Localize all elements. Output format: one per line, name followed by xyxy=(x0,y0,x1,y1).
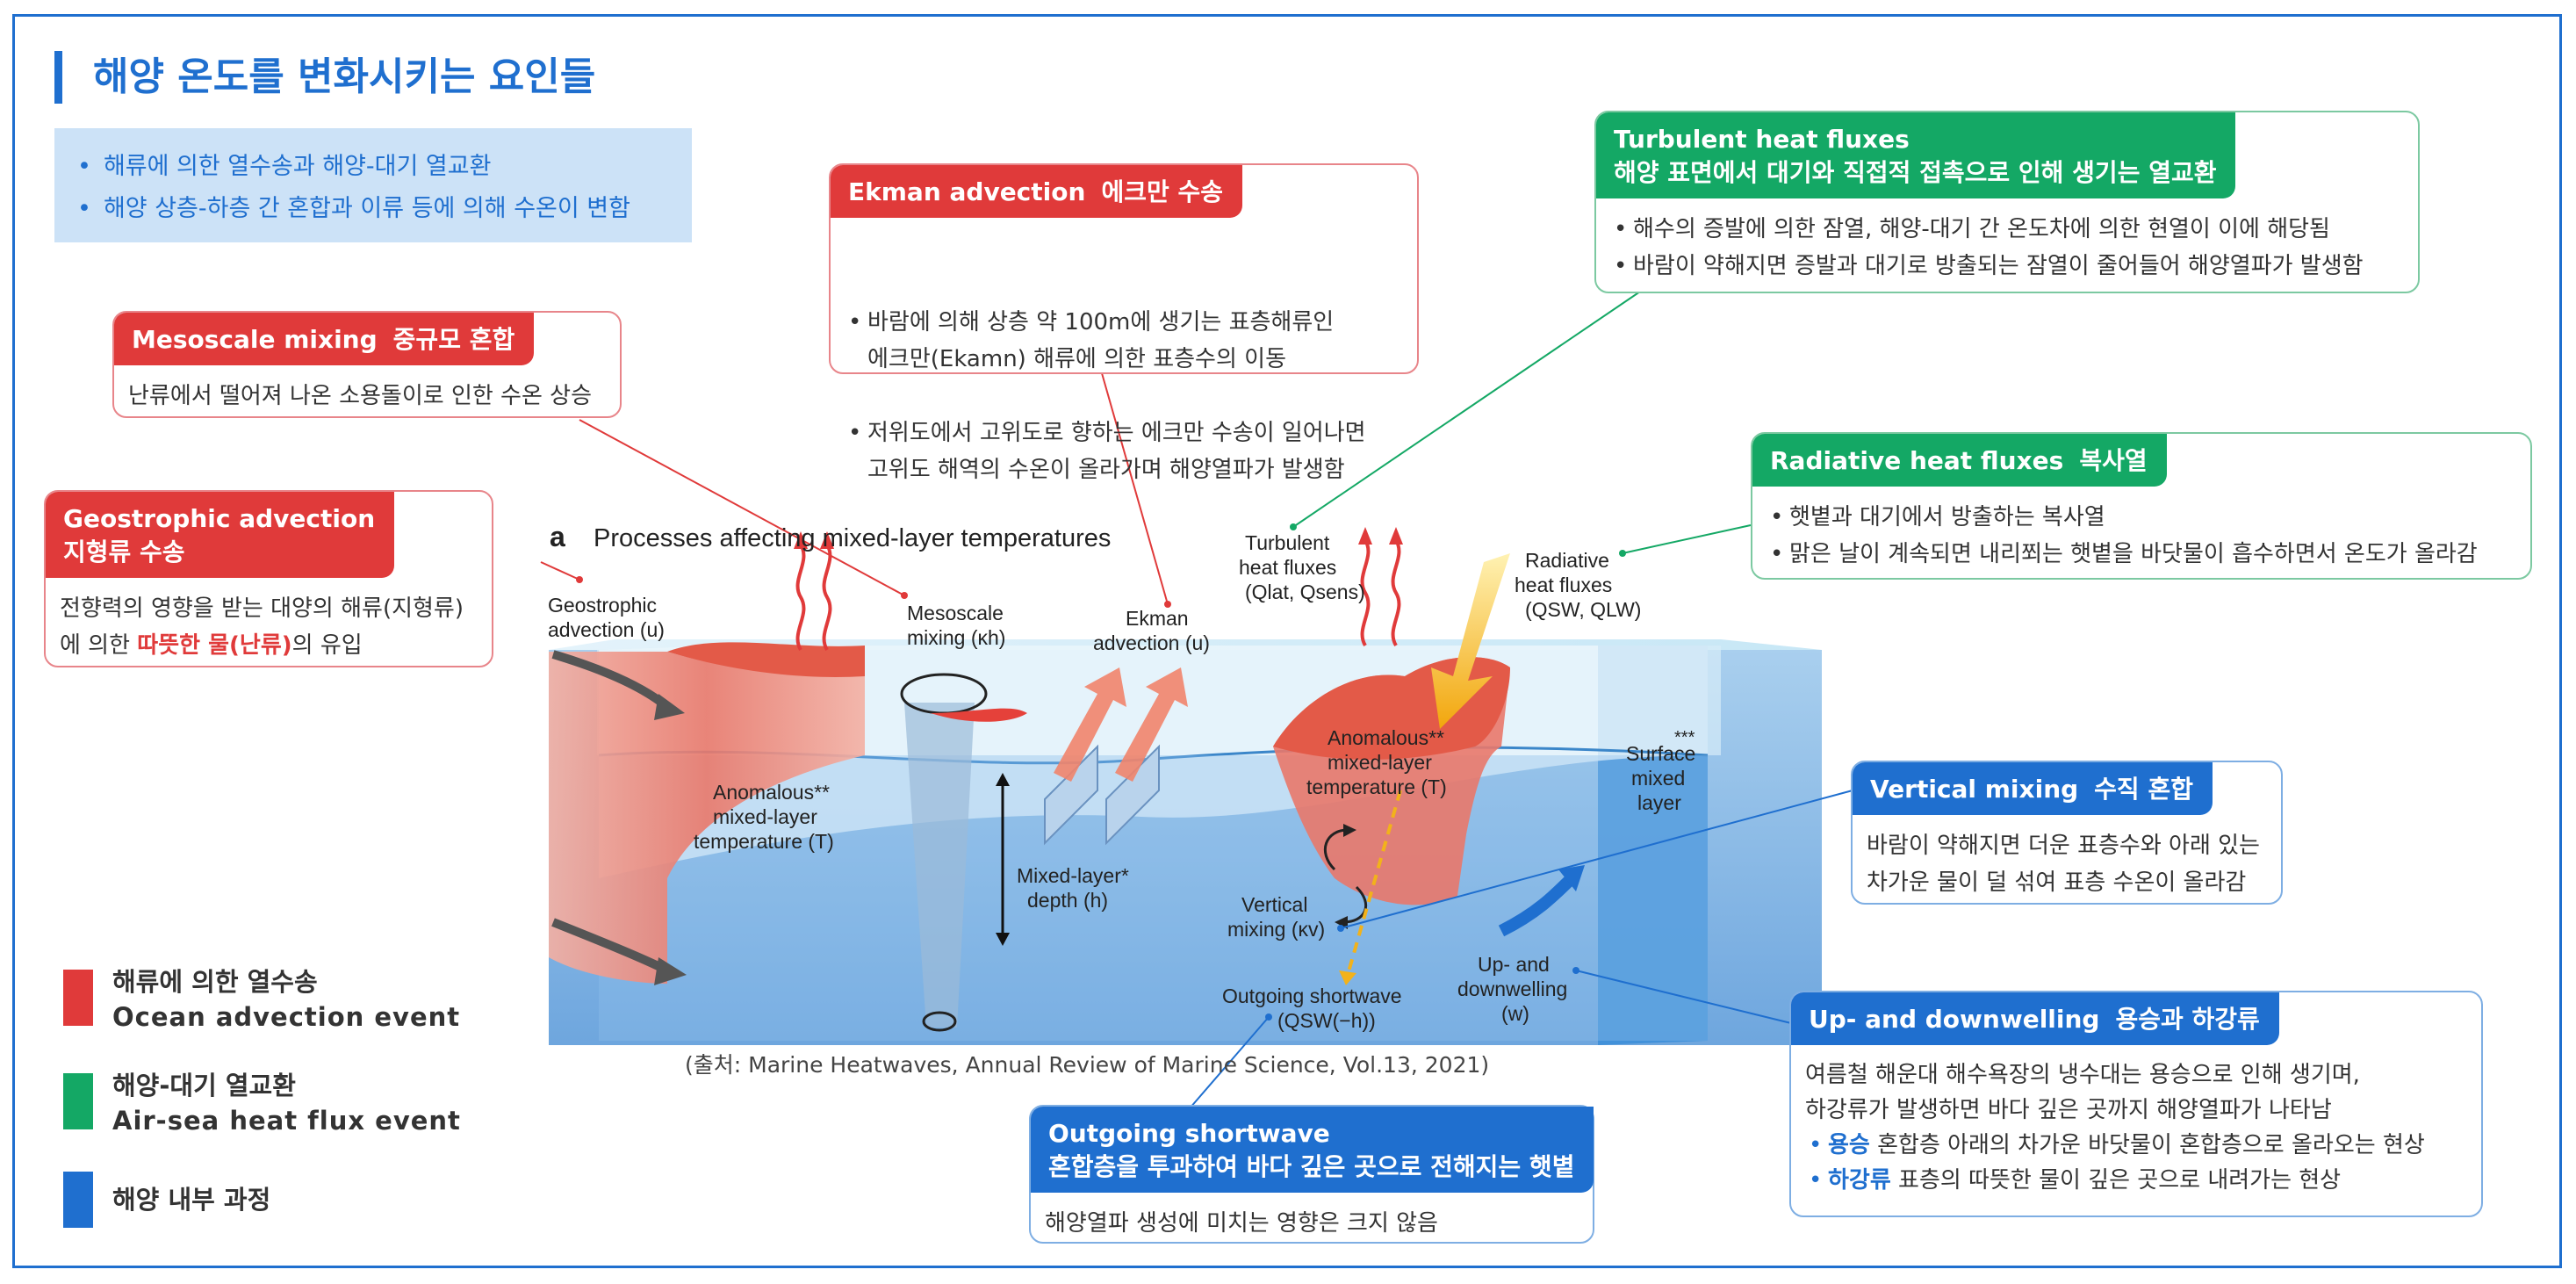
label-ekman: Ekman xyxy=(1126,607,1189,630)
label-surface-layer: mixed xyxy=(1631,767,1685,790)
connector-radiative xyxy=(1622,524,1752,554)
radiative-text: 햇볕과 대기에서 방출하는 복사열 맑은 날이 계속되면 내리쬐는 햇볕을 바닷… xyxy=(1752,487,2530,581)
left-warm-anomaly xyxy=(549,652,865,984)
connector-geostrophic xyxy=(540,561,580,581)
ekman-item: 바람에 의해 상층 약 100m에 생기는 표층해류인 에크만(Ekamn) 해… xyxy=(845,304,1403,378)
label-anomaly-left: Anomalous** xyxy=(713,781,830,804)
vertical-text: 바람이 약해지면 더운 표층수와 아래 있는 차가운 물이 덜 섞여 표층 수온… xyxy=(1867,833,2260,896)
label-geostrophic: Geostrophic xyxy=(548,594,657,617)
updown-text: 여름철 해운대 해수욕장의 냉수대는 용승으로 인해 생기며, 하강류가 발생하… xyxy=(1791,1045,2481,1207)
connector-outgoing xyxy=(1189,1016,1270,1109)
intro-item: 해류에 의한 열수송과 해양-대기 열교환 xyxy=(77,146,692,188)
title-accent-bar xyxy=(54,51,62,104)
label-surface-layer: *** xyxy=(1674,728,1695,747)
mesoscale-text: 난류에서 떨어져 나온 소용돌이로 인한 수온 상승 xyxy=(128,383,592,409)
label-mesoscale: Mesoscale xyxy=(907,602,1004,624)
label-updown: Up- and xyxy=(1478,953,1550,976)
label-turbulent: (Qlat, Qsens) xyxy=(1245,581,1365,603)
label-outgoing: Outgoing shortwave xyxy=(1222,985,1402,1007)
connector-vertical xyxy=(1340,790,1853,929)
connector-mesoscale xyxy=(579,419,905,596)
intro-item: 해양 상층-하층 간 혼합과 이류 등에 의해 수온이 변함 xyxy=(77,188,692,230)
legend-label-internal-process: 해양 내부 과정 xyxy=(112,1185,271,1215)
label-anomaly-left: temperature (T) xyxy=(694,830,834,853)
label-anomaly-right: Anomalous** xyxy=(1328,726,1444,749)
label-surface-layer: Surface xyxy=(1626,742,1695,765)
label-anomaly-right: mixed-layer xyxy=(1328,751,1432,774)
legend-swatch-air-sea-flux xyxy=(63,1073,93,1129)
label-outgoing: (QSW(−h)) xyxy=(1277,1009,1376,1032)
label-ekman: advection (u) xyxy=(1093,631,1210,654)
label-radiative: (QSW, QLW) xyxy=(1525,598,1641,621)
outgoing-text: 해양열파 생성에 미치는 영향은 크지 않음 xyxy=(1045,1210,1438,1237)
updown-item: 하강류 표층의 따뜻한 물이 깊은 곳으로 내려가는 현상 xyxy=(1805,1163,2467,1198)
page-title: 해양 온도를 변화시키는 요인들 xyxy=(93,54,596,99)
label-mesoscale: mixing (κh) xyxy=(907,626,1005,649)
label-updown: downwelling xyxy=(1457,977,1567,1000)
label-updown: (w) xyxy=(1501,1002,1529,1025)
connector-updown xyxy=(1575,970,1792,1024)
radiative-item: 맑은 날이 계속되면 내리쬐는 햇볕을 바닷물이 흡수하면서 온도가 올라감 xyxy=(1767,536,2516,573)
label-vertical-mixing: mixing (κv) xyxy=(1227,918,1325,941)
ekman-text: 바람에 의해 상층 약 100m에 생기는 표층해류인 에크만(Ekamn) 해… xyxy=(831,218,1417,571)
turbulent-item: 해수의 증발에 의한 잠열, 해양-대기 간 온도차에 의한 현열이 이에 해당… xyxy=(1610,211,2404,248)
label-surface-layer: layer xyxy=(1637,791,1681,814)
ekman-item: 저위도에서 고위도로 향하는 에크만 수송이 일어나면 고위도 해역의 수온이 … xyxy=(845,415,1403,488)
label-turbulent: Turbulent xyxy=(1245,531,1330,554)
label-radiative: heat fluxes xyxy=(1515,573,1612,596)
label-mixed-layer-depth: depth (h) xyxy=(1027,889,1108,912)
figure-panel-label: a xyxy=(550,521,565,552)
label-anomaly-left: mixed-layer xyxy=(713,805,817,828)
label-anomaly-right: temperature (T) xyxy=(1306,775,1447,798)
radiative-arrow xyxy=(1431,553,1510,729)
label-mixed-layer-depth: Mixed-layer* xyxy=(1017,864,1129,887)
intro-summary: 해류에 의한 열수송과 해양-대기 열교환 해양 상층-하층 간 혼합과 이류 … xyxy=(54,128,692,242)
updown-item: 용승 혼합층 아래의 차가운 바닷물이 혼합층으로 올라오는 현상 xyxy=(1805,1128,2467,1163)
figure-source: (출처: Marine Heatwaves, Annual Review of … xyxy=(685,1052,1490,1078)
outer-frame xyxy=(12,14,2562,1268)
radiative-item: 햇볕과 대기에서 방출하는 복사열 xyxy=(1767,499,2516,536)
legend-swatch-internal-process xyxy=(63,1172,93,1228)
turbulent-item: 바람이 약해지면 증발과 대기로 방출되는 잠열이 줄어들어 해양열파가 발생함 xyxy=(1610,248,2404,285)
label-vertical-mixing: Vertical xyxy=(1241,893,1307,916)
geostrophic-text: 전향력의 영향을 받는 대양의 해류(지형류) 에 의한 따뜻한 물(난류)의 … xyxy=(60,595,464,659)
legend-swatch-ocean-advection xyxy=(63,970,93,1026)
connector-ekman xyxy=(1101,372,1169,605)
label-radiative: Radiative xyxy=(1525,549,1609,572)
figure-title: Processes affecting mixed-layer temperat… xyxy=(594,524,1111,552)
turbulent-text: 해수의 증발에 의한 잠열, 해양-대기 간 온도차에 의한 현열이 이에 해당… xyxy=(1596,198,2418,293)
label-turbulent: heat fluxes xyxy=(1239,556,1336,579)
label-geostrophic: advection (u) xyxy=(548,618,665,641)
